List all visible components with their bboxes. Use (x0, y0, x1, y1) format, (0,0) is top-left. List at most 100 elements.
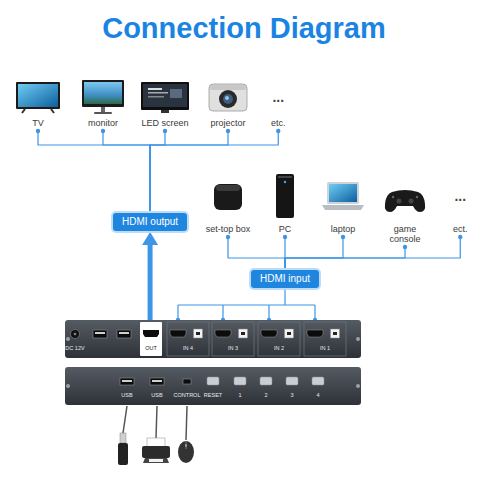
port-label: 1 (238, 392, 241, 398)
connector (285, 235, 462, 270)
usb-cables-part (123, 406, 127, 433)
projector-icon (203, 78, 253, 116)
pc-device: PC (260, 170, 310, 234)
device-label: game console (382, 224, 428, 244)
connector (150, 129, 280, 213)
rear-panel-ports-part (95, 332, 105, 334)
rear-panel-ports-part (119, 332, 129, 334)
printer-icon-part (149, 459, 163, 462)
tv-icon-part (16, 82, 60, 109)
set-top-box-icon-part (214, 184, 242, 210)
monitor-icon-part (82, 80, 124, 107)
rear-panel-ports-part (239, 329, 248, 338)
rear-panel-ports-part (194, 329, 203, 338)
monitor-icon (78, 78, 128, 116)
port-label: USB (121, 392, 132, 398)
switch-rear-panel: DC 12VOUTIN 4IN 3IN 2IN 1 (65, 320, 361, 358)
device-label: laptop (331, 224, 356, 234)
connector (176, 288, 317, 322)
device-label: etc. (271, 118, 286, 128)
ellipsis-mark: ... (454, 170, 466, 222)
set-top-box-icon (203, 170, 253, 222)
front-panel-ports-part (122, 380, 132, 382)
connector (150, 129, 167, 213)
port-label: IN 2 (274, 345, 284, 351)
box-label: HDMI input (260, 273, 310, 285)
projector-icon-part (225, 96, 229, 100)
game-controller-icon-part (397, 199, 402, 204)
game-controller-icon-part (409, 199, 414, 204)
front-panel-ports-part (207, 377, 219, 385)
printer-icon (142, 438, 170, 463)
hdmi-input-box: HDMI input (251, 270, 319, 288)
front-panel-ports (65, 367, 361, 405)
device-label: LED screen (141, 118, 188, 128)
rear-panel-ports-part (74, 333, 77, 336)
port-label: 4 (316, 392, 319, 398)
projector-icon-part (209, 84, 247, 111)
port-label: IN 4 (183, 345, 193, 351)
front-panel-ports-part (183, 379, 191, 384)
rear-panel-ports-part (333, 332, 337, 335)
port-label: OUT (145, 345, 157, 351)
game-controller-icon (380, 170, 430, 222)
pc-tower-icon-part (278, 176, 292, 178)
device-label: TV (32, 118, 44, 128)
led-screen-icon-part (148, 96, 164, 98)
rear-panel-ports-part (356, 337, 360, 341)
rear-panel-ports-part (66, 337, 70, 341)
mouse-icon-part (185, 444, 187, 447)
usb-cables (123, 406, 187, 440)
usb-cables-part (186, 406, 187, 440)
mouse-icon-part (178, 441, 194, 463)
rear-panel-ports-part (117, 330, 131, 338)
port-label: RESET (204, 392, 222, 398)
monitor-icon-part (84, 82, 122, 104)
box-label: HDMI output (122, 216, 178, 228)
hdmi-line (178, 288, 315, 320)
tv-icon (13, 78, 63, 116)
rear-panel-ports-part (287, 332, 291, 335)
projector-icon-part (223, 94, 233, 104)
projector-device: projector (203, 78, 253, 128)
monitor-icon-part (101, 107, 105, 112)
mouse-icon-part (186, 441, 187, 449)
diagram-title: Connection Diagram (0, 8, 488, 48)
usb-stick-icon (118, 433, 128, 465)
led-screen-icon-part (141, 82, 189, 110)
front-panel-ports-part (286, 377, 298, 385)
port-label: USB (151, 392, 162, 398)
switch-front-panel: USBUSBCONTROLRESET1234 (65, 367, 361, 405)
hdmi-output-box: HDMI output (113, 213, 187, 231)
rear-panel-ports-part (140, 322, 162, 356)
rear-panel-ports-part (196, 332, 200, 335)
led-screen-icon-part (161, 110, 169, 113)
monitor-device: monitor (78, 78, 128, 128)
usb-cables-part (156, 406, 157, 438)
hdmi-line (38, 131, 150, 213)
arrow-head (142, 232, 158, 245)
ellipsis-mark: ... (272, 78, 284, 116)
rear-panel-ports-part (71, 330, 80, 339)
printer-icon-part (142, 446, 170, 458)
laptop-icon-part (329, 184, 357, 202)
pc-tower-icon-part (284, 181, 286, 183)
connector (36, 129, 150, 213)
device-label: monitor (88, 118, 118, 128)
rear-panel-ports-part (93, 330, 107, 338)
laptop-device: laptop (318, 170, 368, 234)
tv-device: TV (13, 78, 63, 128)
usb-stick-icon-part (118, 443, 128, 465)
connector (226, 235, 285, 270)
connector (101, 129, 150, 213)
device-label: set-top box (206, 224, 251, 234)
rear-panel-ports-part (261, 330, 277, 337)
pc-tower-icon (260, 170, 310, 222)
tv-icon-part (22, 109, 25, 113)
led-screen-icon (140, 78, 190, 116)
pc-tower-icon-part (276, 174, 294, 218)
hdmi-line (150, 131, 165, 213)
laptop-icon-part (327, 182, 359, 204)
set-top-box-device: set-top box (203, 170, 253, 234)
